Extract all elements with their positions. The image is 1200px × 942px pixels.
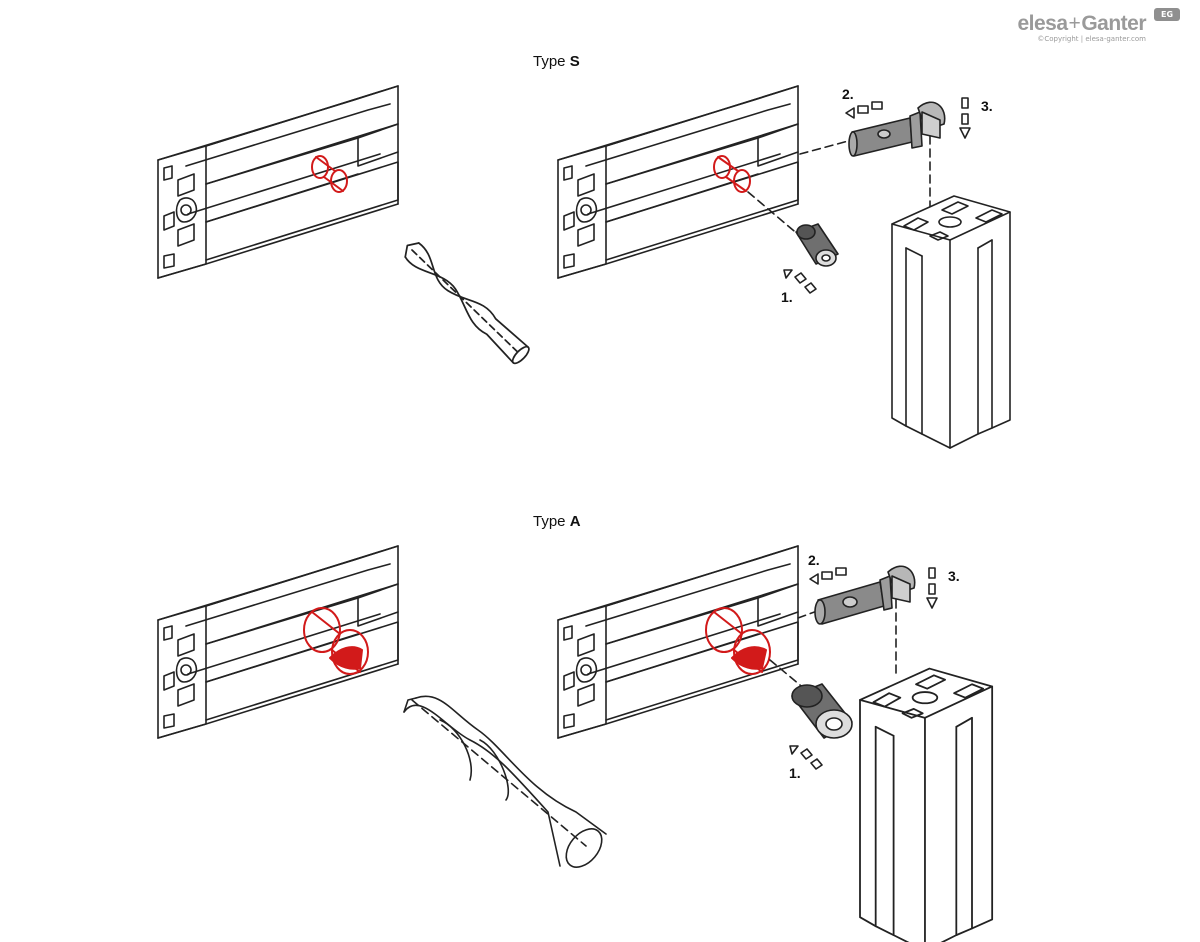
type-a-step-2: 2. bbox=[808, 552, 820, 568]
type-s-step-1: 1. bbox=[781, 289, 793, 305]
brand-name-right: Ganter bbox=[1081, 12, 1146, 35]
type-s-axis-bolt bbox=[799, 139, 853, 155]
type-s-letter: S bbox=[569, 53, 580, 70]
type-a-arrow-step-1 bbox=[789, 745, 823, 770]
type-a-axis-sleeve bbox=[769, 659, 807, 691]
type-a-hole-left bbox=[303, 607, 369, 675]
type-a-vertical-profile bbox=[859, 667, 994, 942]
brand-logo: elesa+Ganter ©Copyright | elesa-ganter.c… bbox=[990, 8, 1180, 44]
type-s-step-3: 3. bbox=[981, 98, 993, 114]
type-a-profile-assembly bbox=[557, 545, 799, 739]
type-s-title: Type S bbox=[533, 53, 580, 70]
brand-mark-icon: EG bbox=[1154, 8, 1180, 21]
type-s-axis-sleeve bbox=[747, 191, 801, 237]
type-a-prefix: Type bbox=[533, 513, 570, 530]
type-a-letter: A bbox=[569, 513, 581, 530]
type-a-profile-drilling bbox=[157, 545, 399, 739]
type-s-prefix: Type bbox=[533, 53, 570, 70]
type-a-drill-bit bbox=[403, 695, 607, 868]
type-s-hole-right bbox=[713, 155, 751, 193]
type-a-title: Type A bbox=[533, 513, 581, 530]
type-s-bolt bbox=[848, 101, 946, 157]
type-s-arrow-step-3 bbox=[959, 97, 971, 139]
type-a-sleeve-insert bbox=[791, 683, 853, 739]
type-s-arrow-step-2 bbox=[845, 101, 883, 119]
brand-name: elesa+Ganter bbox=[1017, 12, 1146, 36]
brand-copyright: ©Copyright | elesa-ganter.com bbox=[1037, 35, 1146, 43]
type-s-step-2: 2. bbox=[842, 86, 854, 102]
type-s-profile-assembly bbox=[557, 85, 799, 279]
type-s-hole-left bbox=[311, 155, 348, 193]
type-s-arrow-step-1 bbox=[783, 269, 817, 294]
type-a-arrow-step-2 bbox=[809, 567, 847, 585]
type-s-sleeve-insert bbox=[795, 223, 839, 267]
brand-name-left: elesa bbox=[1017, 12, 1068, 35]
type-a-step-1: 1. bbox=[789, 765, 801, 781]
brand-plus: + bbox=[1068, 12, 1081, 35]
type-s-profile-drilling bbox=[157, 85, 399, 279]
type-a-step-3: 3. bbox=[948, 568, 960, 584]
type-a-arrow-step-3 bbox=[926, 567, 938, 609]
type-a-hole-right bbox=[705, 607, 771, 675]
type-a-bolt bbox=[814, 565, 916, 625]
type-s-vertical-profile bbox=[891, 195, 1011, 449]
type-s-drill-bit bbox=[398, 236, 533, 367]
